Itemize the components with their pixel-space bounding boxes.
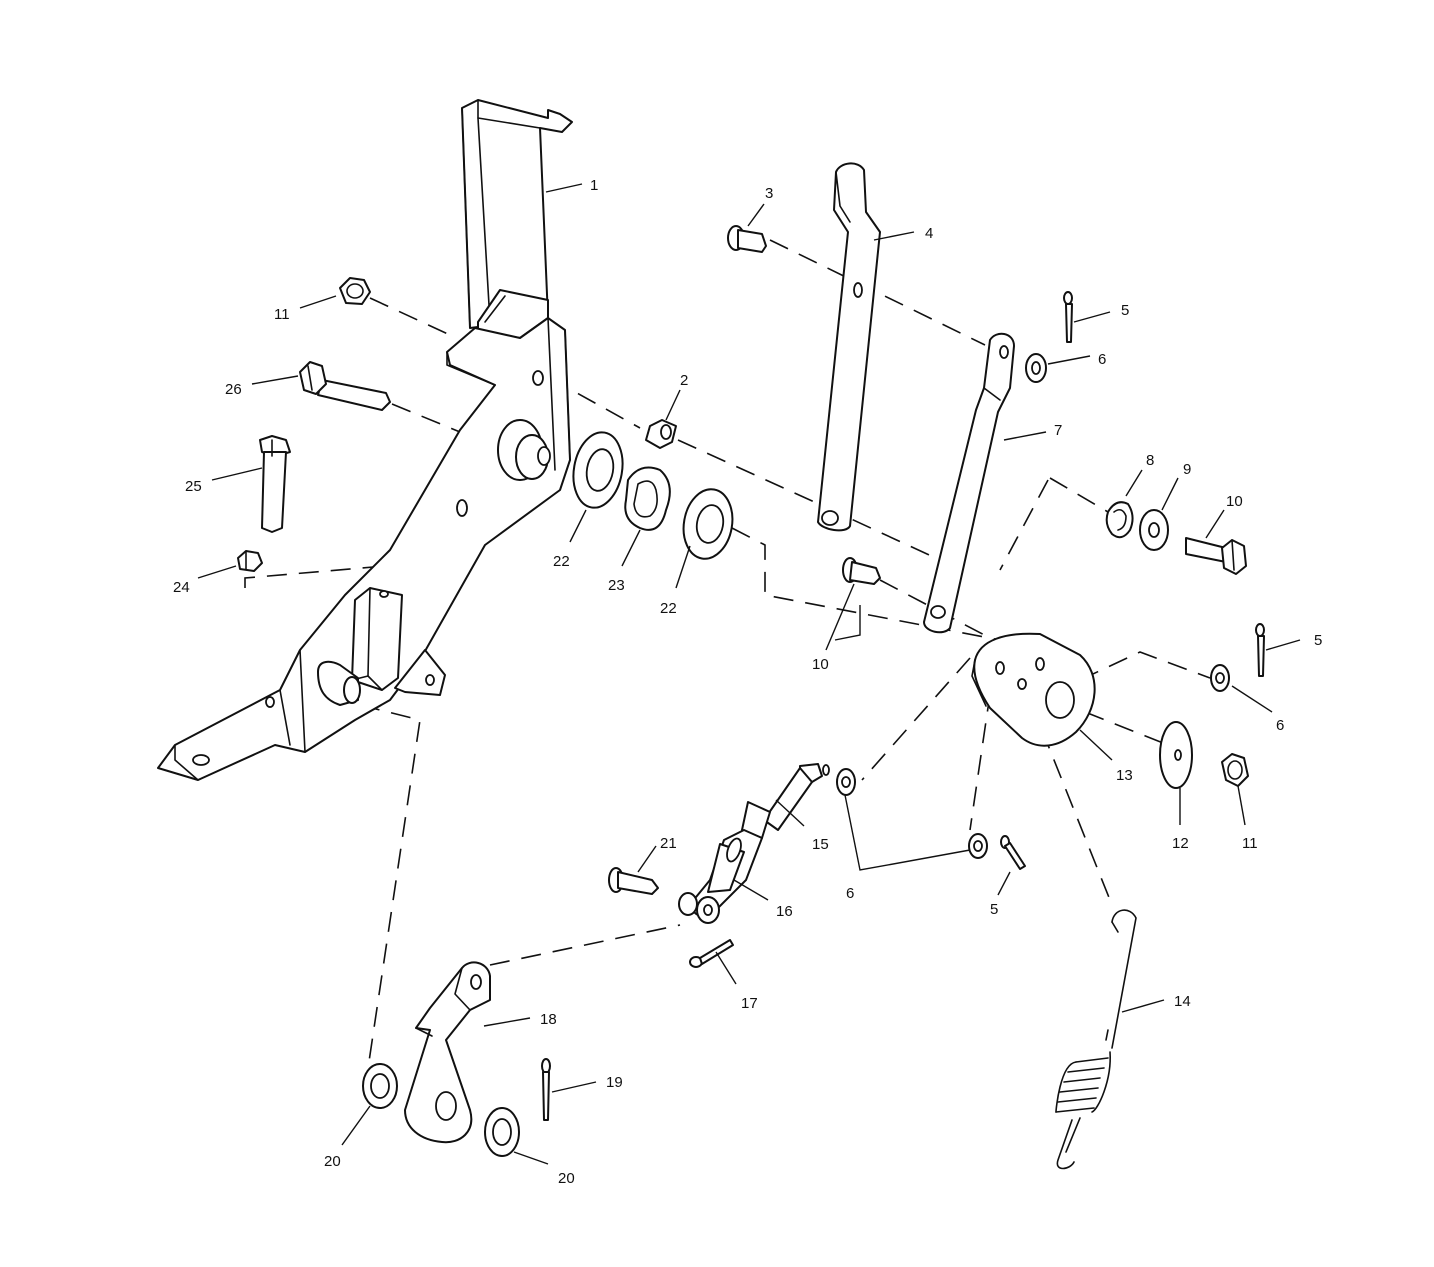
callout-11a: 11 <box>274 306 290 323</box>
part-22-washer-b <box>682 488 734 560</box>
callout-22b: 22 <box>660 600 677 617</box>
callout-17: 17 <box>741 995 758 1012</box>
part-1-upright-bracket <box>461 99 573 339</box>
part-5-cotter-pin-c <box>1000 835 1026 870</box>
callout-10a: 10 <box>1226 493 1243 510</box>
callout-5c: 5 <box>990 901 998 918</box>
part-12-large-washer <box>1159 721 1193 789</box>
part-6-washer-b <box>1210 664 1230 692</box>
part-19-cotter-pin <box>541 1058 551 1121</box>
part-15-link-rod <box>741 763 830 839</box>
part-5-cotter-pin-b <box>1255 623 1265 677</box>
callout-4: 4 <box>925 225 933 242</box>
part-3-clevis-pin <box>727 225 767 253</box>
callout-10b: 10 <box>812 656 829 673</box>
callout-15: 15 <box>812 836 829 853</box>
callout-6b: 6 <box>1276 717 1284 734</box>
callout-22a: 22 <box>553 553 570 570</box>
callout-8: 8 <box>1146 452 1154 469</box>
callout-13: 13 <box>1116 767 1133 784</box>
main-mounting-plate <box>157 317 571 781</box>
part-10-pin-center <box>842 557 881 585</box>
part-6-washer-c <box>836 768 856 796</box>
part-8-wave-washer <box>1105 501 1134 539</box>
part-6-washer-a <box>1025 353 1047 383</box>
callout-18: 18 <box>540 1011 557 1028</box>
callout-5a: 5 <box>1121 302 1129 319</box>
part-14-spring-rod <box>1055 909 1137 1170</box>
part-2-spacer <box>645 419 677 449</box>
callout-14: 14 <box>1174 993 1191 1010</box>
callout-3: 3 <box>765 185 773 202</box>
part-11-hex-nut-left <box>339 277 371 305</box>
part-10-bolt-right <box>1185 537 1247 575</box>
callout-2: 2 <box>680 372 688 389</box>
part-20-washer-a <box>362 1063 398 1109</box>
callout-21: 21 <box>660 835 677 852</box>
callout-1: 1 <box>590 177 598 194</box>
part-9-washer <box>1139 509 1169 551</box>
callout-24: 24 <box>173 579 190 596</box>
callout-5b: 5 <box>1314 632 1322 649</box>
callout-6c: 6 <box>846 885 854 902</box>
part-11-hex-nut-right <box>1221 753 1249 787</box>
callout-20a: 20 <box>324 1153 341 1170</box>
part-26-bolt <box>299 361 391 411</box>
callout-11b: 11 <box>1242 835 1258 852</box>
part-7-lever-arm <box>923 332 1015 634</box>
part-5-cotter-pin-a <box>1063 291 1073 343</box>
part-24-nut <box>237 550 263 572</box>
part-23-wave-washer <box>624 466 671 531</box>
callout-7: 7 <box>1054 422 1062 439</box>
part-16-clevis-yoke <box>678 829 763 924</box>
callout-12: 12 <box>1172 835 1189 852</box>
callout-26: 26 <box>225 381 242 398</box>
part-18-bell-crank <box>404 961 491 1144</box>
part-6-washer-d <box>968 833 988 859</box>
callout-9: 9 <box>1183 461 1191 478</box>
part-13-cam-plate <box>971 632 1096 747</box>
part-25-bolt <box>259 435 291 533</box>
callout-6a: 6 <box>1098 351 1106 368</box>
callout-16: 16 <box>776 903 793 920</box>
callout-20b: 20 <box>558 1170 575 1187</box>
part-20-washer-b <box>484 1107 520 1157</box>
callout-23: 23 <box>608 577 625 594</box>
part-22-washer-a <box>572 431 624 509</box>
callout-25: 25 <box>185 478 202 495</box>
part-21-clevis-pin <box>608 867 659 895</box>
part-17-cotter-pin <box>689 939 734 968</box>
callout-19: 19 <box>606 1074 623 1091</box>
part-4-lever-arm <box>817 162 881 532</box>
callout-labels: 1 2 3 4 5 5 5 6 6 6 7 8 9 10 10 11 11 <box>173 177 1322 1187</box>
